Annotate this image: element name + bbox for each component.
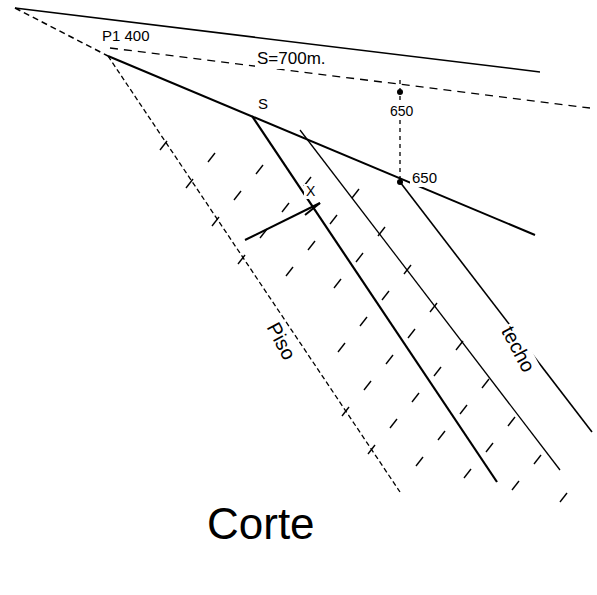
hatch-tick — [378, 227, 385, 236]
bed-line — [300, 130, 560, 470]
surface-line — [15, 8, 540, 72]
roof-label: techo — [496, 320, 540, 377]
hatch-tick — [408, 329, 415, 338]
reference-line — [110, 48, 590, 108]
hatch-tick — [260, 229, 267, 238]
hatch-tick — [386, 355, 393, 364]
hatch-tick — [356, 253, 363, 262]
thickness-line — [305, 203, 320, 215]
thickness-label: X — [304, 184, 317, 199]
hatch-tick — [160, 141, 167, 150]
hatch-tick — [308, 241, 315, 250]
floor-label: Piso — [262, 317, 302, 365]
hatch-tick — [382, 291, 389, 300]
hatch-tick — [416, 457, 423, 466]
hatch-tick — [404, 265, 411, 274]
hatch-tick — [256, 165, 263, 174]
bed-line — [252, 116, 497, 482]
profile-line — [108, 56, 535, 235]
elevation-label: 650 — [388, 104, 415, 119]
point-label: S — [256, 96, 270, 113]
hatch-tick — [352, 189, 359, 198]
hatch-tick — [334, 279, 341, 288]
hatch-tick — [430, 303, 437, 312]
elevation-label: 650 — [410, 170, 439, 187]
elevation-label: S=700m. — [255, 50, 328, 69]
hatch-tick — [486, 443, 493, 452]
hatch-tick — [456, 341, 463, 350]
hatch-tick — [560, 493, 567, 502]
hatch-tick — [512, 481, 519, 490]
hatch-tick — [342, 407, 349, 416]
hatch-tick — [360, 317, 367, 326]
hatch-tick — [208, 153, 215, 162]
hatch-tick — [534, 455, 541, 464]
hatch-tick — [368, 445, 375, 454]
hatch-tick — [238, 255, 245, 264]
thickness-line — [245, 203, 320, 240]
hatch-tick — [286, 267, 293, 276]
hatch-tick — [338, 343, 345, 352]
point-mark — [397, 89, 403, 95]
hatch-tick — [234, 191, 241, 200]
hatch-tick — [364, 381, 371, 390]
hatch-tick — [390, 419, 397, 428]
vertical-line — [399, 80, 400, 182]
projection-line — [15, 8, 108, 56]
hatch-tick — [460, 405, 467, 414]
hatch-tick — [412, 393, 419, 402]
hatch-tick — [212, 217, 219, 226]
hatch-tick — [482, 379, 489, 388]
caption-text: Corte — [205, 500, 317, 548]
hatch-tick — [464, 469, 471, 478]
hatch-tick — [438, 431, 445, 440]
roof-line — [400, 182, 592, 432]
point-label: P1 400 — [100, 28, 152, 45]
point-mark — [397, 179, 403, 185]
floor-line — [108, 56, 400, 492]
hatch-tick — [330, 215, 337, 224]
hatch-tick — [186, 179, 193, 188]
hatch-tick — [434, 367, 441, 376]
hatch-tick — [282, 203, 289, 212]
hatch-tick — [508, 417, 515, 426]
